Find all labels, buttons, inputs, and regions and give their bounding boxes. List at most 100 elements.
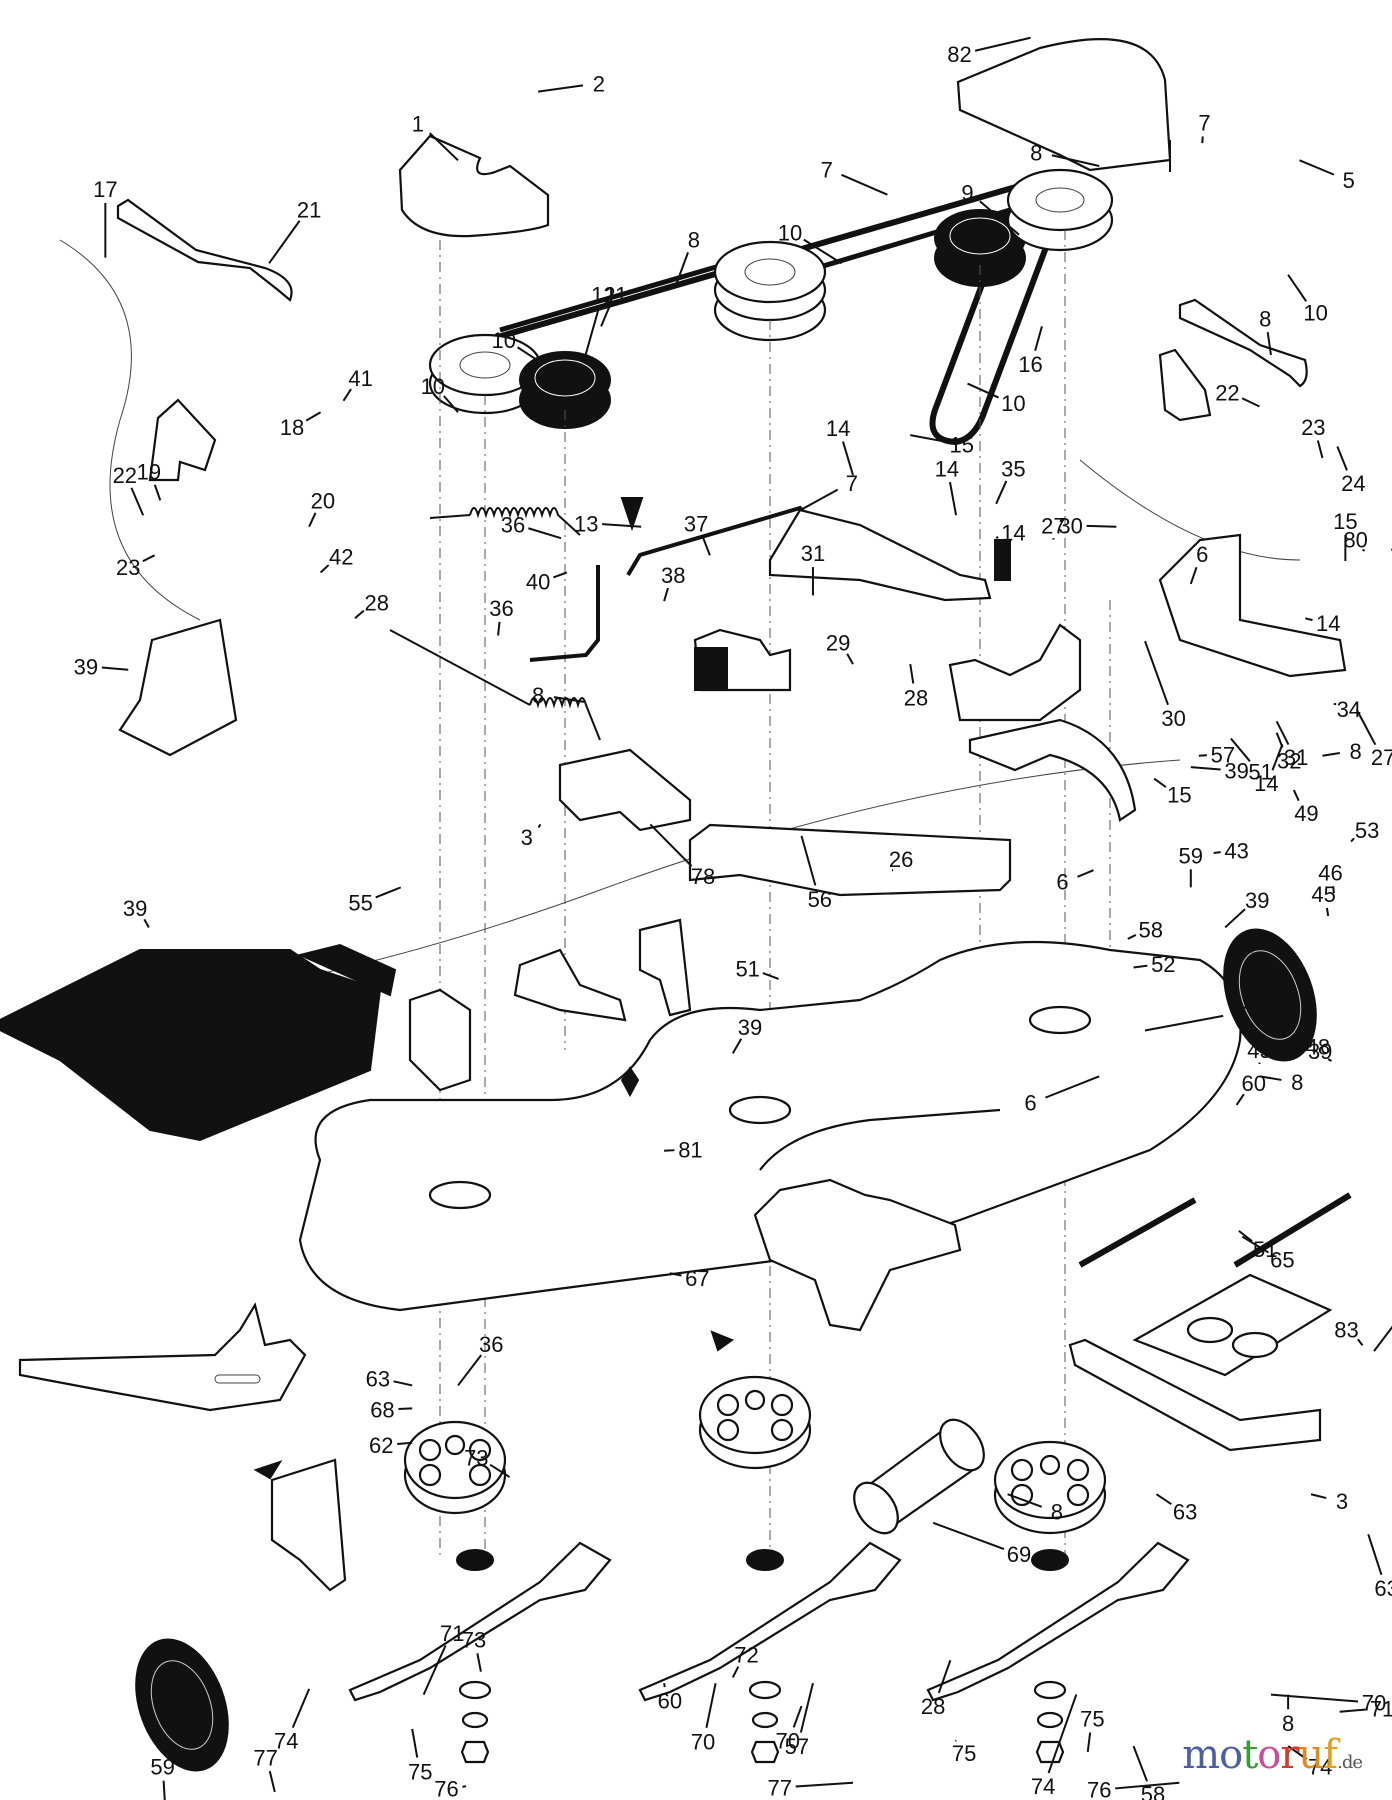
leader-line [553, 696, 585, 703]
leader-line [443, 395, 459, 413]
leader-line [429, 132, 459, 162]
left-arm [116, 198, 293, 302]
callout-label: 76 [434, 1776, 458, 1800]
callout-label: 76 [1087, 1778, 1111, 1800]
leader-line [1259, 1075, 1282, 1081]
callout-label: 65 [1270, 1248, 1294, 1273]
callout-label: 52 [1151, 952, 1175, 977]
leader-line [1266, 332, 1272, 356]
callout-label: 60 [658, 1688, 682, 1713]
callout-label: 21 [297, 198, 321, 223]
blade-right [926, 1541, 1190, 1702]
leader-line [1292, 789, 1300, 802]
leader-line [974, 36, 1031, 52]
leader-line [1190, 766, 1221, 771]
watermark-letter: m [1182, 1732, 1220, 1778]
callout-label: 27 [1371, 745, 1392, 770]
leader-line [1361, 548, 1366, 552]
leader-line [528, 527, 562, 540]
callout-label: 28 [364, 590, 388, 615]
callout-label: 83 [1334, 1317, 1358, 1342]
callout-label: 60 [1242, 1071, 1266, 1096]
baffle-54 [688, 823, 1012, 897]
callout-label: 7 [846, 471, 858, 496]
leader-line [516, 346, 539, 362]
leader-line [841, 173, 888, 196]
watermark-letter: o [1257, 1732, 1281, 1778]
leader-line [1299, 1050, 1304, 1055]
part-drawings [0, 38, 1352, 1772]
callout-label: 3 [521, 825, 533, 850]
blade-center [638, 1541, 902, 1702]
callout-label: 68 [370, 1397, 394, 1422]
callout-label: 77 [253, 1746, 277, 1771]
leader-line [1355, 709, 1377, 746]
leader-line [846, 653, 854, 665]
leader-line [582, 307, 600, 361]
leader-line [476, 1653, 482, 1672]
callout-label: 8 [1350, 739, 1362, 764]
callout-label: 17 [93, 177, 117, 202]
leader-line [731, 1038, 743, 1054]
leader-line [701, 535, 711, 556]
leader-line [948, 481, 958, 516]
leader-line [553, 571, 568, 579]
callout-label: 28 [904, 685, 928, 710]
leader-line [537, 823, 542, 829]
leader-line [1305, 617, 1313, 622]
leader-line [1153, 777, 1167, 788]
callout-label: 74 [1308, 1755, 1332, 1780]
bracket-22-right [1158, 348, 1212, 422]
callout-label: 10 [778, 220, 802, 245]
callout-label: 10 [1001, 391, 1025, 416]
callout-label: 59 [1179, 843, 1203, 868]
callout-label: 8 [532, 683, 544, 708]
leader-line [1115, 1781, 1180, 1790]
callout-label: 28 [921, 1694, 945, 1719]
callout-label: 55 [348, 890, 372, 915]
leader-line [1275, 720, 1290, 746]
leader-line [153, 484, 162, 501]
callout-label: 48 [1306, 1035, 1330, 1060]
callout-label: 67 [685, 1266, 709, 1291]
leader-line [1132, 1745, 1148, 1782]
callout-label: 18 [280, 415, 304, 440]
callout-label: 9 [961, 180, 973, 205]
leader-line [1133, 964, 1148, 969]
leader-line [1235, 1093, 1245, 1106]
bracket-68 [1132, 1273, 1333, 1377]
watermark-letter: u [1298, 1732, 1325, 1778]
spring-49 [389, 629, 601, 741]
callout-label: 51 [1253, 1237, 1277, 1262]
callout-label: 62 [369, 1433, 393, 1458]
leader-line [842, 441, 854, 476]
callout-label: 45 [1247, 1038, 1271, 1063]
callout-label: 11 [605, 282, 628, 307]
bracket-43 [118, 618, 238, 757]
callout-label: 39 [74, 654, 98, 679]
idler-left [519, 351, 611, 429]
callout-label: 38 [661, 563, 685, 588]
bracket-50 [513, 948, 627, 1022]
leader-line [1357, 1338, 1364, 1346]
leader-line [731, 1666, 740, 1678]
leader-line [1144, 1014, 1224, 1032]
callout-label: 36 [501, 512, 525, 537]
leader-line [162, 1780, 166, 1800]
wheel-left [135, 1638, 229, 1772]
callout-label: 3 [1336, 1489, 1348, 1514]
bracket-69 [1068, 1338, 1322, 1452]
bracket-61 [270, 1458, 347, 1592]
leader-line [1327, 1058, 1332, 1062]
hanger-64 [753, 1178, 962, 1332]
callout-label: 19 [137, 460, 161, 485]
callout-label: 6 [1024, 1091, 1036, 1116]
callout-label: 7 [821, 157, 833, 182]
callout-label: 14 [1001, 520, 1025, 545]
leader-line [268, 1770, 276, 1793]
leader-line [1287, 274, 1308, 302]
callout-label: 39 [123, 896, 147, 921]
callout-label: 23 [116, 555, 140, 580]
leader-line [143, 918, 150, 928]
